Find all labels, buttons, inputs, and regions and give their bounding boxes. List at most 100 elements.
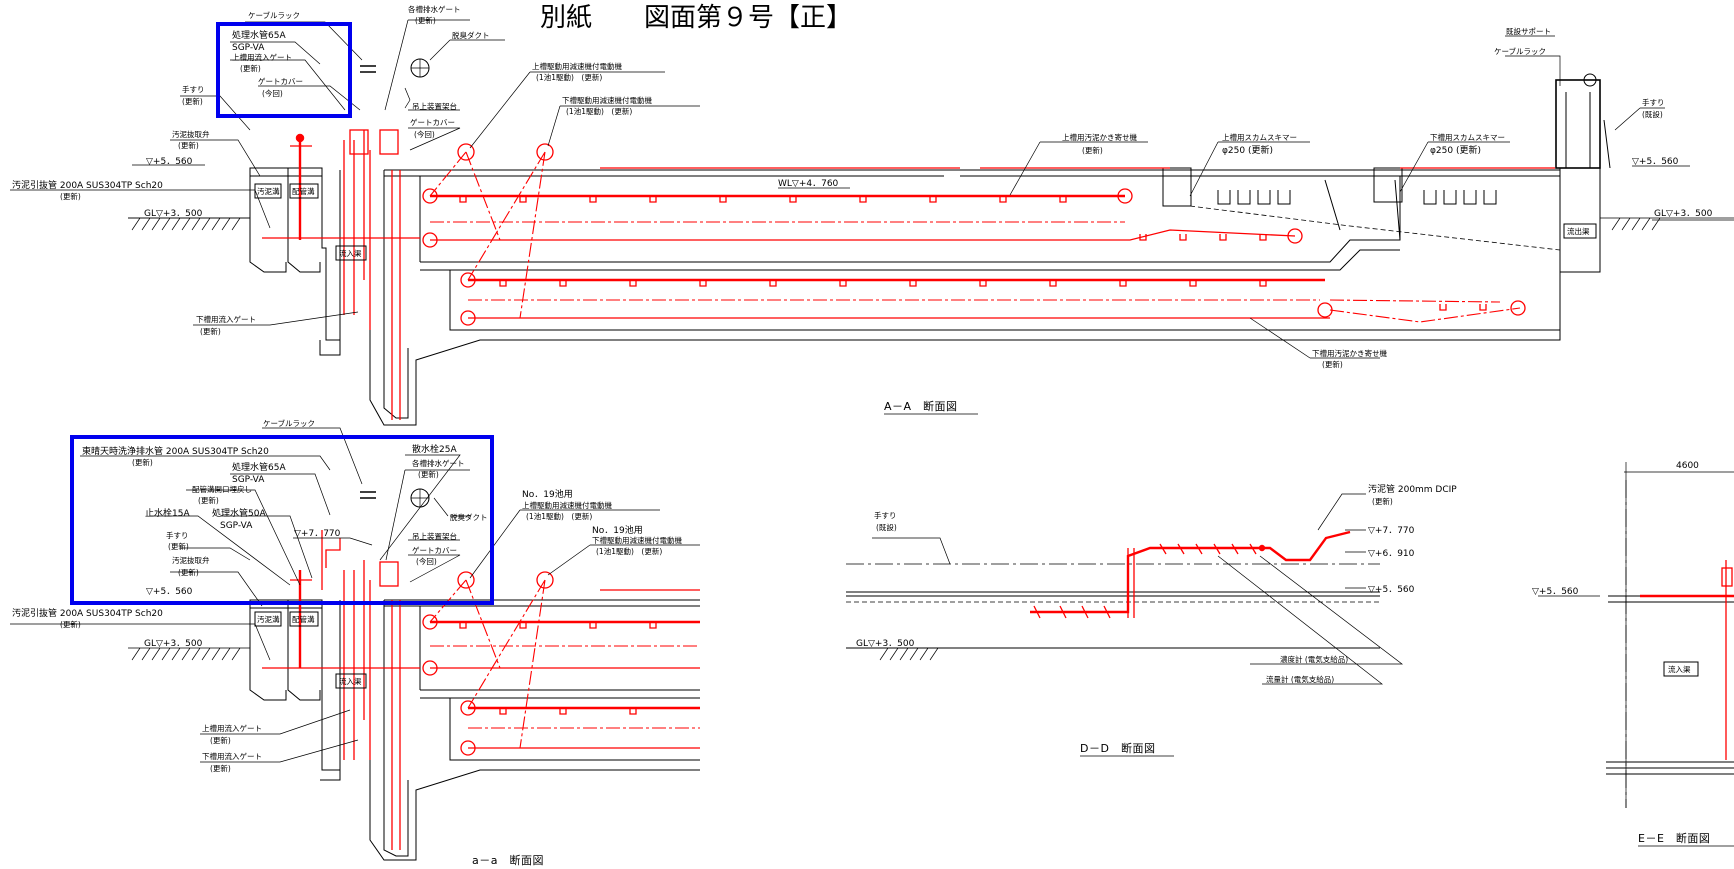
aa-hoist-stand: 吊上装置架台 [412, 101, 457, 111]
dd-structure [846, 493, 1404, 685]
dd-level-556: ▽+5．560 [1368, 585, 1415, 595]
a2-cable-rack: ケーブルラック [263, 418, 315, 428]
aa-box-pipe: 配管溝 [292, 186, 315, 196]
aa-handrail-note: (更新) [182, 96, 203, 106]
aa-sludge-valve-note: (更新) [178, 140, 199, 150]
aa-sludge-valve: 汚泥抜取弁 [172, 129, 210, 139]
a2-sgp-va-1: SGP-VA [232, 475, 265, 485]
a2-sludge-valve: 汚泥抜取弁 [172, 555, 210, 565]
aa-labels: ケーブルラック 各槽排水ゲート (更新) 脱臭ダクト 処理水管65A SGP-V… [12, 4, 1713, 415]
dd-labels: 汚泥管 200mm DCIP (更新) 手すり (既設) ▽+7．770 ▽+6… [856, 483, 1457, 757]
aa-handrail-right: 手すり [1642, 97, 1665, 107]
aa-level-556: ▽+5．560 [146, 157, 193, 167]
aa-cable-rack-right: ケーブルラック [1494, 46, 1546, 56]
ee-level-556: ▽+5．560 [1532, 587, 1579, 597]
aa-existing-support: 既設サポート [1506, 26, 1551, 36]
a2-structure [128, 488, 700, 861]
aa-water-level: WL▽+4．760 [778, 179, 839, 189]
aa-sludge-pipe: 汚泥引抜管 200A SUS304TP Sch20 [12, 179, 163, 191]
a2-sludge-valve-note: (更新) [178, 567, 199, 577]
a2-lower-inflow-gate: 下槽用流入ゲート [202, 751, 262, 761]
a2-no19-b: No．19池用 [592, 524, 643, 536]
a2-deodor-duct: 脱臭ダクト [450, 512, 488, 522]
aa-upper-drive-note: (1池1駆動) (更新) [536, 72, 602, 82]
aa-equipment-new [262, 129, 1555, 420]
aa-leaders [10, 19, 1734, 359]
a2-level-777: ▽+7．770 [294, 529, 341, 539]
ee-caption: E－E 断面図 [1638, 831, 1710, 845]
aa-deodor-duct: 脱臭ダクト [452, 30, 490, 40]
dd-level-777: ▽+7．770 [1368, 526, 1415, 536]
aa-upper-drive: 上槽駆動用減速機付電動機 [532, 61, 622, 71]
aa-caption: A－A 断面図 [884, 399, 958, 413]
ee-labels: 4600 ▽+5．560 流入渠 E－E 断面図 [1532, 461, 1734, 847]
dd-flow-meter: 流量計 (電気支給品) [1266, 674, 1334, 684]
a2-box-inflow: 流入渠 [339, 676, 362, 686]
aa-flights [459, 196, 1487, 311]
dd-level-691: ▽+6．910 [1368, 549, 1415, 559]
aa-lower-skimmer-size: φ250 (更新) [1430, 144, 1481, 156]
a2-sgp-va-2: SGP-VA [220, 521, 253, 531]
a2-equipment-new [262, 530, 700, 850]
a2-each-drain-gate-note: (更新) [418, 469, 439, 479]
a2-gate-cover-note: (今回) [416, 556, 437, 566]
aa-each-drain-gate-note: (更新) [415, 15, 436, 25]
a2-upper-drive: 上槽駆動用減速機付電動機 [522, 500, 612, 510]
aa-cable-rack: ケーブルラック [248, 10, 300, 20]
aa-upper-inflow-gate: 上槽用流入ゲート [232, 52, 292, 62]
a2-sludge-pipe: 汚泥引抜管 200A SUS304TP Sch20 [12, 607, 163, 619]
aa-upper-skimmer: 上槽用スカムスキマー [1222, 132, 1297, 142]
dd-pipe-new [1030, 530, 1351, 619]
a2-no19-a: No．19池用 [522, 488, 573, 500]
a2-box-pipe: 配管溝 [292, 614, 315, 624]
aa-lower-collector: 下槽用汚泥かき寄せ機 [1312, 348, 1387, 358]
ee-structure [1538, 462, 1734, 808]
a2-handrail-note: (更新) [168, 541, 189, 551]
a2-proc-water-65: 処理水管65A [232, 461, 286, 473]
a2-gl-350: GL▽+3．500 [144, 639, 203, 649]
a2-hydrant: 散水栓25A [412, 443, 457, 455]
dd-sludge-pipe: 汚泥管 200mm DCIP [1368, 483, 1457, 495]
ee-box-inflow: 流入渠 [1668, 664, 1691, 674]
aa-gate-cover2: ゲートカバー [410, 118, 455, 127]
a2-box-sludge: 汚泥溝 [257, 614, 280, 624]
aa-lower-inflow-gate: 下槽用流入ゲート [196, 314, 256, 324]
aa-gl-350-right: GL▽+3．500 [1654, 209, 1713, 219]
dd-handrail: 手すり [874, 510, 897, 520]
aa-level-556-right: ▽+5．560 [1632, 157, 1679, 167]
ee-dim-4600: 4600 [1676, 461, 1699, 471]
aa-gl-350: GL▽+3．500 [144, 209, 203, 219]
aa-lower-drive-note: (1池1駆動) (更新) [566, 106, 632, 116]
aa-upper-collector-note: (更新) [1082, 145, 1103, 155]
a2-pipe-trench-restore: 配管溝開口埋戻し [192, 484, 252, 494]
a2-caption: a－a 断面図 [472, 853, 544, 867]
a2-rain-drain-note: (更新) [132, 457, 153, 467]
aa-lower-collector-note: (更新) [1322, 359, 1343, 369]
dd-caption: D－D 断面図 [1080, 741, 1155, 755]
aa-outflow: 流出渠 [1567, 226, 1590, 236]
a2-leaders [10, 427, 700, 763]
a2-stop-valve: 止水栓15A [145, 507, 190, 519]
a2-rain-drain: 東晴天時洗浄排水管 200A SUS304TP Sch20 [82, 445, 269, 457]
aa-sludge-pipe-note: (更新) [60, 191, 81, 201]
dd-gl-350: GL▽+3．500 [856, 639, 915, 649]
aa-structure [128, 58, 1734, 426]
aa-handrail: 手すり [182, 84, 205, 94]
aa-handrail-right-note: (既設) [1642, 109, 1663, 119]
aa-upper-skimmer-size: φ250 (更新) [1222, 144, 1273, 156]
aa-gate-cover2-note: (今回) [414, 129, 435, 139]
a2-gate-cover: ゲートカバー [412, 546, 457, 555]
aa-box-sludge: 汚泥溝 [257, 186, 280, 196]
aa-box-inflow: 流入渠 [339, 248, 362, 258]
a2-hoist-stand: 吊上装置架台 [412, 531, 457, 541]
highlight-box-a2 [70, 435, 494, 605]
a2-labels: ケーブルラック 東晴天時洗浄排水管 200A SUS304TP Sch20 (更… [12, 418, 682, 867]
aa-upper-collector: 上槽用汚泥かき寄せ機 [1062, 132, 1137, 142]
a2-handrail: 手すり [166, 530, 189, 540]
a2-lower-drive: 下槽駆動用減速機付電動機 [592, 535, 682, 545]
aa-each-drain-gate: 各槽排水ゲート [408, 4, 461, 14]
a2-pipe-trench-restore-note: (更新) [198, 495, 219, 505]
dd-handrail-note: (既設) [876, 522, 897, 532]
a2-lower-inflow-gate-note: (更新) [210, 763, 231, 773]
